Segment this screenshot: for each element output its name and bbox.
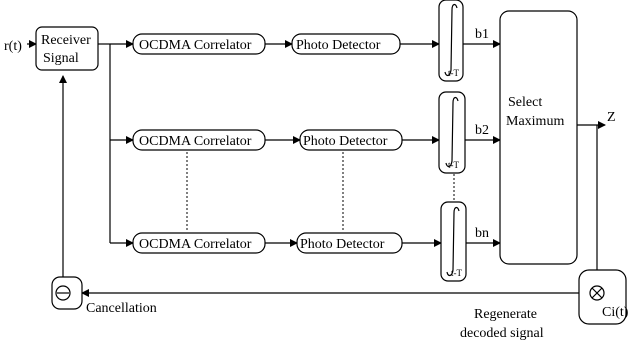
select-maximum-block: Select Maximum xyxy=(499,10,578,265)
select-line2: Maximum xyxy=(506,114,564,129)
cancellation-label: Cancellation xyxy=(86,301,157,316)
correlator-n: OCDMA Correlator xyxy=(132,232,266,254)
select-line1: Select xyxy=(508,95,542,110)
photo-detector-1: Photo Detector xyxy=(291,33,401,55)
photo-detector-n-label: Photo Detector xyxy=(300,237,385,252)
receiver-line2: Signal xyxy=(43,51,79,66)
mixer-label: Ci(t) xyxy=(602,305,629,320)
receiver-signal-block: Receiver Signal xyxy=(35,26,99,71)
receiver-line1: Receiver xyxy=(41,33,91,48)
output-label: Z xyxy=(607,110,616,125)
integrator-1-sub: t-T xyxy=(448,68,459,78)
photo-detector-1-label: Photo Detector xyxy=(296,38,381,53)
correlator-n-label: OCDMA Correlator xyxy=(139,237,252,252)
photo-detector-n: Photo Detector xyxy=(296,232,403,254)
branch-output-bn: bn xyxy=(475,226,489,241)
integral-1-symbol xyxy=(444,3,458,77)
integrator-2-sub: t-T xyxy=(448,160,459,170)
correlator-2-label: OCDMA Correlator xyxy=(139,134,252,149)
correlator-1-label: OCDMA Correlator xyxy=(139,38,252,53)
integrator-n-sub: t-T xyxy=(451,268,462,278)
input-label: r(t) xyxy=(4,39,22,54)
integrator-1: t-T xyxy=(438,0,464,82)
photo-detector-2-label: Photo Detector xyxy=(303,134,388,149)
regenerate-line1: Regenerate xyxy=(474,307,537,322)
cancellation-block xyxy=(51,276,83,310)
mixer-block: Ci(t) xyxy=(578,269,629,325)
integrator-2: t-T xyxy=(438,91,466,174)
correlator-1: OCDMA Correlator xyxy=(132,33,266,55)
integrator-n: t-T xyxy=(440,201,467,282)
integral-2-symbol xyxy=(445,96,459,168)
correlator-2: OCDMA Correlator xyxy=(132,129,266,151)
branch-output-b2: b2 xyxy=(475,123,489,138)
regenerate-line2: decoded signal xyxy=(460,326,544,341)
integral-n-symbol xyxy=(446,206,460,277)
photo-detector-2: Photo Detector xyxy=(299,129,403,151)
branch-output-b1: b1 xyxy=(475,27,489,42)
